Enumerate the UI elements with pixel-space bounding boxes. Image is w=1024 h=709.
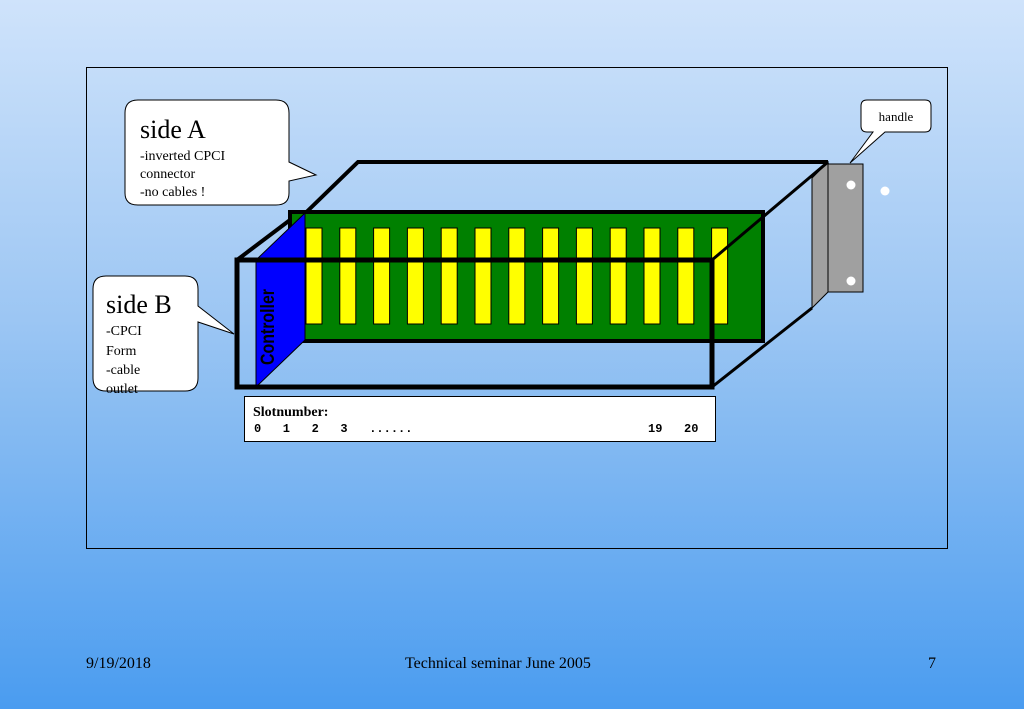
handle-plate xyxy=(827,163,864,293)
controller-module xyxy=(255,211,306,389)
board-slot xyxy=(643,227,661,325)
diagram-frame xyxy=(86,67,948,549)
callout-side-a xyxy=(124,99,318,206)
callout-side-a-title: side A xyxy=(140,115,206,144)
crate-top-right-edge xyxy=(711,160,829,262)
callout-side-b-line-3: -cable xyxy=(106,363,140,378)
footer-date: 9/19/2018 xyxy=(86,655,151,672)
crate-back-edge xyxy=(288,160,828,230)
board-slot xyxy=(575,227,593,325)
crate-bottom-right-edge xyxy=(711,306,813,389)
board-slot xyxy=(373,227,391,325)
slot-number-list-end: 19 20 xyxy=(648,422,698,436)
handle-hole-top xyxy=(846,180,856,190)
board-slot xyxy=(677,227,695,325)
callout-side-b xyxy=(92,275,235,392)
board-slot xyxy=(406,227,424,325)
crate-front-frame xyxy=(234,257,715,390)
controller-label: Controller xyxy=(258,288,279,365)
callout-handle-label: handle xyxy=(879,109,914,124)
handle-side xyxy=(811,160,829,310)
board-slot xyxy=(440,227,458,325)
slot-number-box xyxy=(244,396,716,442)
callout-side-a-line-1: -inverted CPCI xyxy=(140,149,225,164)
callout-side-b-line-1: -CPCI xyxy=(106,324,142,339)
board-slot xyxy=(542,227,560,325)
slot-group xyxy=(305,227,729,325)
footer-title: Technical seminar June 2005 xyxy=(405,655,591,672)
slot-number-title: Slotnumber: xyxy=(253,405,328,420)
crate-top-left-edge xyxy=(235,218,292,262)
handle-hole-bottom xyxy=(846,276,856,286)
board-slot xyxy=(339,227,357,325)
handle-dot xyxy=(880,186,890,196)
slot-number-list: 0 1 2 3 ...... xyxy=(254,422,412,436)
callout-side-b-line-2: Form xyxy=(106,344,136,359)
callout-side-a-line-3: -no cables ! xyxy=(140,185,205,200)
board-slot xyxy=(609,227,627,325)
callout-side-b-title: side B xyxy=(106,290,172,319)
callout-side-b-line-4: outlet xyxy=(106,382,138,397)
board-slot xyxy=(508,227,526,325)
callout-handle xyxy=(849,99,932,164)
footer-page-number: 7 xyxy=(928,655,936,672)
board-slot xyxy=(474,227,492,325)
board-slot xyxy=(305,227,323,325)
callout-side-a-line-2: connector xyxy=(140,167,196,182)
